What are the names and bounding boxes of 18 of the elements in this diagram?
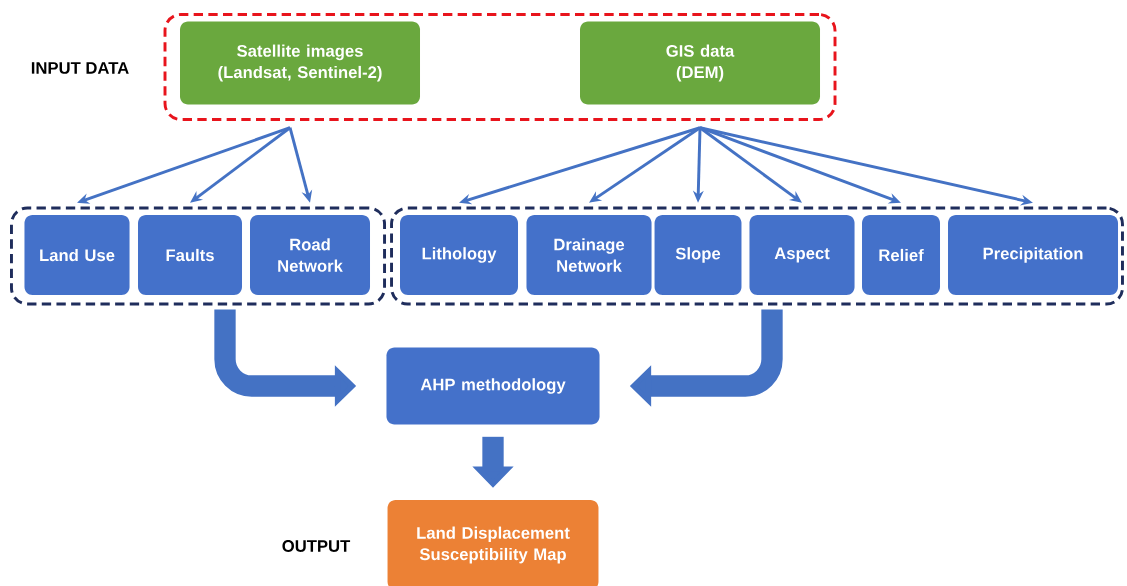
process-box: Slope xyxy=(654,215,742,295)
process-box: Drainage Network xyxy=(526,215,652,295)
dashed-group-frame xyxy=(10,206,386,306)
process-box: AHP methodology xyxy=(386,347,600,425)
output-box: Land Displacement Susceptibility Map xyxy=(387,500,599,586)
section-label: OUTPUT xyxy=(282,540,351,552)
dashed-group-frame xyxy=(163,13,837,121)
process-box: Faults xyxy=(138,215,242,295)
process-box: Precipitation xyxy=(948,215,1118,295)
source-box: GIS data (DEM) xyxy=(580,21,820,105)
process-box: Aspect xyxy=(749,215,855,295)
section-label: INPUT DATA xyxy=(31,62,129,74)
process-box: Road Network xyxy=(250,215,370,295)
process-box: Lithology xyxy=(400,215,518,295)
source-box: Satellite images (Landsat, Sentinel-2) xyxy=(180,21,420,105)
dashed-group-frame xyxy=(390,206,1124,306)
process-box: Land Use xyxy=(24,215,130,295)
process-box: Relief xyxy=(862,215,940,295)
